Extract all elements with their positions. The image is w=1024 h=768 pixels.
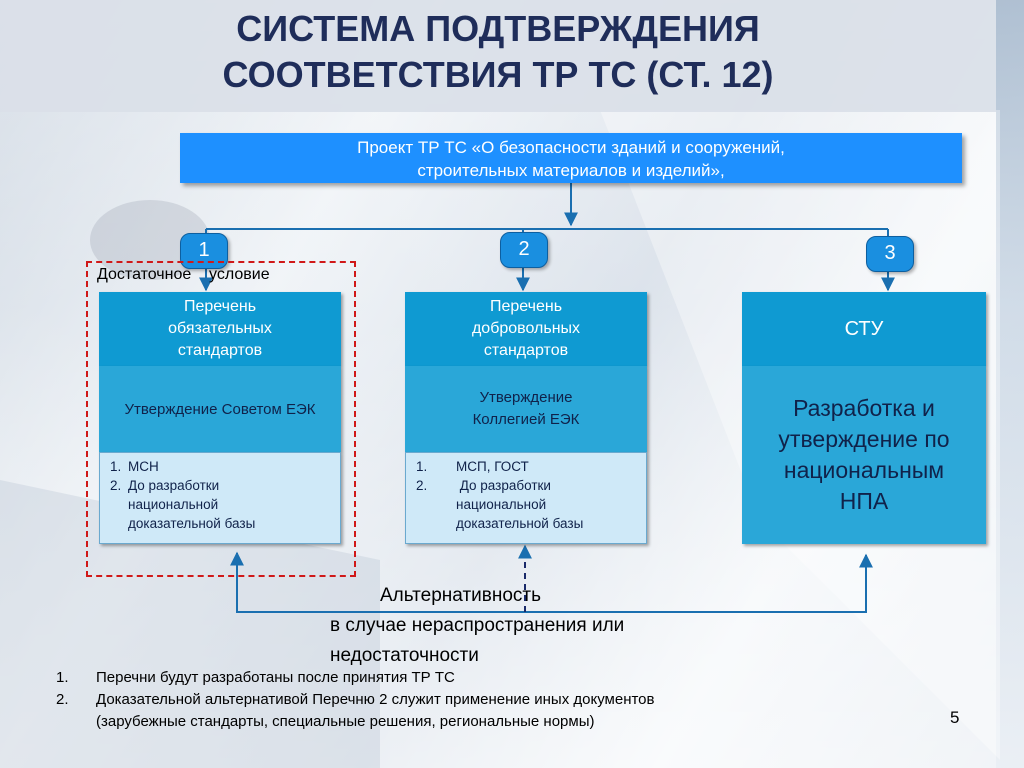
- column-1-list: 1.МСН 2.До разработки национальной доказ…: [99, 452, 341, 544]
- sufficient-condition-label: Достаточное условие: [97, 266, 270, 283]
- column-2-approval-line: Коллегией ЕЭК: [472, 411, 580, 428]
- badge-2: 2: [500, 232, 548, 268]
- project-line-1: Проект ТР ТС «О безопасности зданий и со…: [357, 138, 785, 157]
- column-3-header-text: СТУ: [844, 318, 884, 340]
- column-1-header-line: стандартов: [177, 342, 263, 359]
- background-strip: [996, 0, 1024, 768]
- column-2-approval-line: Утверждение: [479, 389, 573, 406]
- page-number: 5: [950, 708, 960, 727]
- column-3-body-line: национальным: [783, 457, 945, 483]
- alternative-caption: Альтернативность в случае нераспростране…: [330, 581, 624, 671]
- column-1-header: Перечень обязательных стандартов: [99, 292, 341, 366]
- column-1-header-line: Перечень: [183, 298, 257, 315]
- badge-1: 1: [180, 233, 228, 269]
- column-3-body: Разработка и утверждение по национальным…: [742, 366, 986, 544]
- column-3-header: СТУ: [742, 292, 986, 366]
- list-item-line: национальной: [456, 497, 547, 512]
- column-2-header-line: Перечень: [489, 298, 563, 315]
- footnote: 2. Доказательной альтернативой Перечню 2…: [56, 691, 655, 730]
- footnote: 1. Перечни будут разработаны после приня…: [56, 669, 455, 686]
- column-2-header: Перечень добровольных стандартов: [405, 292, 647, 366]
- badge-3: 3: [866, 236, 914, 272]
- list-item: 2. До разработки: [416, 478, 551, 493]
- footnotes: 1. Перечни будут разработаны после приня…: [56, 667, 655, 733]
- list-item: 1.МСП, ГОСТ: [416, 459, 529, 474]
- project-line-2: строительных материалов и изделий»,: [417, 161, 725, 180]
- alternative-line-1: Альтернативность: [380, 585, 542, 606]
- list-item-line: доказательной базы: [128, 516, 256, 531]
- column-2-header-line: стандартов: [483, 342, 569, 359]
- column-3-body-line: Разработка и: [793, 395, 935, 421]
- title-line-2: СООТВЕТСТВИЯ ТР ТС (СТ. 12): [222, 54, 774, 95]
- column-2-approval: Утверждение Коллегией ЕЭК: [405, 366, 647, 452]
- column-1-approval: Утверждение Советом ЕЭК: [99, 366, 341, 452]
- column-1-header-line: обязательных: [168, 320, 272, 337]
- column-3-body-line: утверждение по: [778, 426, 950, 452]
- slide-title: СИСТЕМА ПОДТВЕРЖДЕНИЯ СООТВЕТСТВИЯ ТР ТС…: [0, 6, 996, 98]
- column-2-header-line: добровольных: [471, 320, 581, 337]
- alternative-line-3: недостаточности: [330, 645, 479, 666]
- alternative-line-2: в случае нераспространения или: [330, 615, 625, 636]
- title-bar: [0, 0, 996, 112]
- project-box: Проект ТР ТС «О безопасности зданий и со…: [180, 133, 962, 183]
- list-item: 1.МСН: [110, 459, 159, 474]
- list-item-line: национальной: [128, 497, 219, 512]
- title-line-1: СИСТЕМА ПОДТВЕРЖДЕНИЯ: [236, 8, 760, 49]
- column-2-list: 1.МСП, ГОСТ 2. До разработки национально…: [405, 452, 647, 544]
- list-item: 2.До разработки: [110, 478, 220, 493]
- sufficient-condition-frame: [86, 261, 356, 577]
- column-1-approval-text: Утверждение Советом ЕЭК: [124, 400, 316, 418]
- list-item-line: доказательной базы: [456, 516, 584, 531]
- column-3-body-line: НПА: [839, 488, 889, 514]
